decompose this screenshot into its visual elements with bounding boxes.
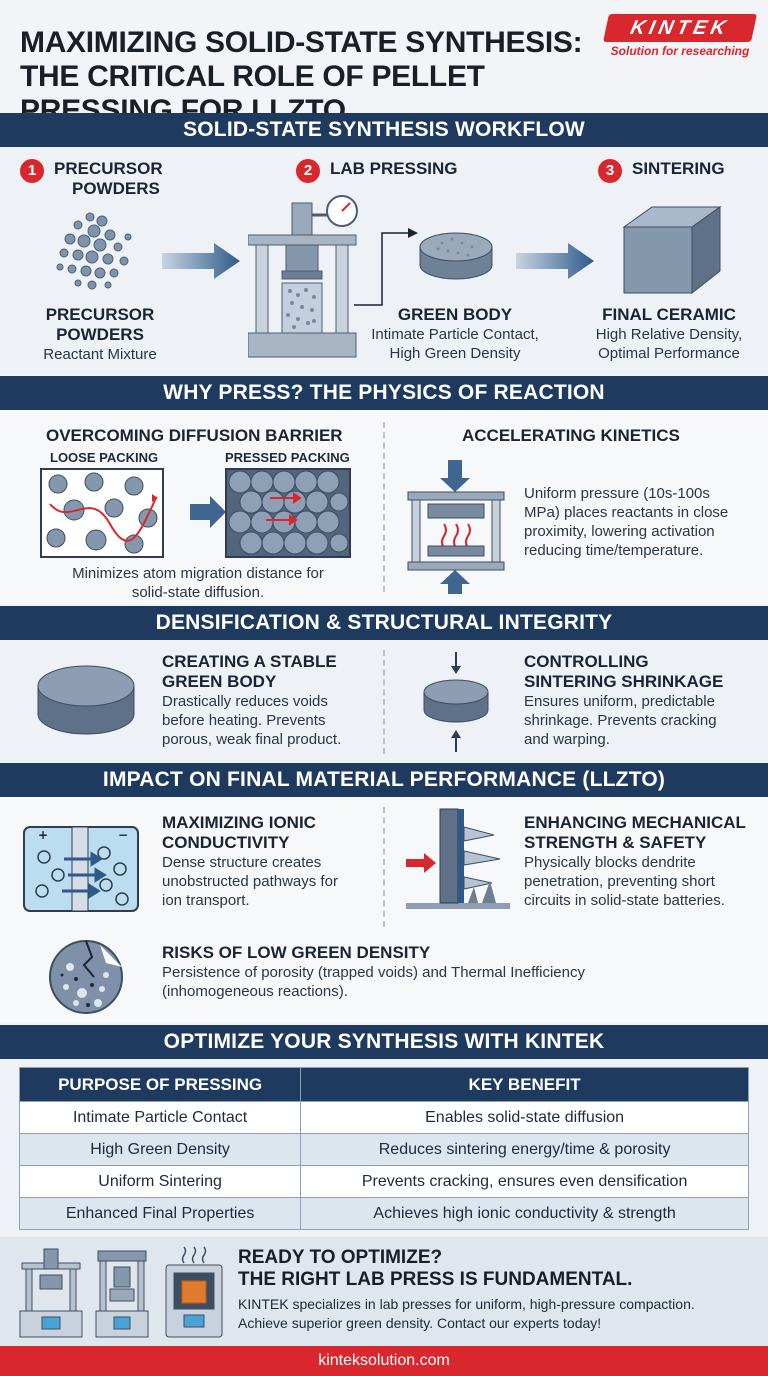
optimize-section: PURPOSE OF PRESSING KEY BENEFIT Intimate…	[0, 1059, 768, 1237]
loose-packing-label: LOOSE PACKING	[50, 450, 159, 465]
physics-band: WHY PRESS? THE PHYSICS OF REACTION	[0, 376, 768, 410]
section-divider	[383, 807, 385, 927]
logo-wordmark: KINTEK	[603, 14, 757, 42]
kinetics-title: ACCELERATING KINETICS	[462, 426, 680, 445]
table-cell: Prevents cracking, ensures even densific…	[300, 1165, 749, 1198]
step-3-caption: FINAL CERAMIC High Relative Density, Opt…	[595, 305, 743, 362]
impact-band: IMPACT ON FINAL MATERIAL PERFORMANCE (LL…	[0, 763, 768, 797]
cta-title: THE RIGHT LAB PRESS IS FUNDAMENTAL.	[238, 1269, 633, 1290]
cta-title: READY TO OPTIMIZE?	[238, 1247, 443, 1268]
cta-section: READY TO OPTIMIZE? THE RIGHT LAB PRESS I…	[0, 1237, 768, 1346]
lab-press-products-icon[interactable]	[18, 1245, 228, 1341]
battery-cell-icon: + −	[23, 826, 139, 912]
cta-text: KINTEK specializes in lab presses for un…	[238, 1296, 695, 1312]
table-cell: High Green Density	[18, 1133, 302, 1166]
footer-website-link[interactable]: kinteksolution.com	[0, 1346, 768, 1376]
cracked-porous-disc-icon	[49, 940, 123, 1014]
arrow-right-icon	[162, 243, 240, 279]
stable-green-body-block: CREATING A STABLE GREEN BODY Drastically…	[162, 652, 342, 748]
cta-text: Achieve superior green density. Contact …	[238, 1315, 602, 1331]
page-title: MAXIMIZING SOLID-STATE SYNTHESIS: THE CR…	[20, 26, 583, 127]
step-3-head: 3 SINTERING	[598, 159, 725, 183]
mechanical-strength-block: ENHANCING MECHANICAL STRENGTH & SAFETY P…	[524, 813, 746, 909]
table-row: Intimate Particle Contact Enables solid-…	[18, 1101, 749, 1134]
physics-section: OVERCOMING DIFFUSION BARRIER LOOSE PACKI…	[0, 410, 768, 604]
table-header-row: PURPOSE OF PRESSING KEY BENEFIT	[18, 1067, 749, 1102]
ionic-conductivity-block: MAXIMIZING IONIC CONDUCTIVITY Dense stru…	[162, 813, 338, 909]
diffusion-title: OVERCOMING DIFFUSION BARRIER	[46, 426, 343, 445]
green-body-pellet-icon	[419, 232, 493, 280]
step-number: 3	[598, 159, 622, 183]
lab-press-icon	[248, 195, 358, 358]
arrow-right-icon	[516, 243, 594, 279]
densification-band: DENSIFICATION & STRUCTURAL INTEGRITY	[0, 606, 768, 640]
powder-particles-icon	[56, 212, 132, 290]
risks-block: RISKS OF LOW GREEN DENSITY Persistence o…	[162, 943, 585, 1000]
table-row: Uniform Sintering Prevents cracking, ens…	[18, 1165, 749, 1198]
table-cell: Uniform Sintering	[18, 1165, 302, 1198]
table-cell: Intimate Particle Contact	[18, 1101, 302, 1134]
kintek-logo[interactable]: KINTEK Solution for researching	[603, 14, 757, 58]
step-1-caption: PRECURSOR POWDERS Reactant Mixture	[43, 305, 157, 363]
packing-comparison-icon	[40, 468, 351, 558]
table-cell: Enables solid-state diffusion	[300, 1101, 749, 1134]
cta-text-block: READY TO OPTIMIZE? THE RIGHT LAB PRESS I…	[238, 1247, 763, 1333]
table-header: PURPOSE OF PRESSING	[18, 1067, 302, 1102]
pointer-arrow-icon	[354, 228, 418, 306]
svg-text:−: −	[118, 828, 128, 842]
sintering-shrinkage-block: CONTROLLING SINTERING SHRINKAGE Ensures …	[524, 652, 724, 748]
step-number: 1	[20, 159, 44, 183]
svg-text:+: +	[38, 828, 48, 842]
step-number: 2	[296, 159, 320, 183]
impact-section: + − MAXIMIZING IONIC CONDUCTIVITY Dense …	[0, 797, 768, 1023]
pressed-packing-label: PRESSED PACKING	[225, 450, 350, 465]
heated-press-icon	[407, 460, 505, 594]
table-cell: Achieves high ionic conductivity & stren…	[300, 1197, 749, 1230]
step-2-caption: GREEN BODY Intimate Particle Contact, Hi…	[371, 305, 539, 362]
logo-tagline: Solution for researching	[610, 44, 750, 58]
table-row: Enhanced Final Properties Achieves high …	[18, 1197, 749, 1230]
green-body-disc-icon	[37, 665, 135, 735]
section-divider	[383, 650, 385, 754]
dendrite-barrier-icon	[406, 808, 510, 909]
shrinkage-pellet-icon	[423, 652, 489, 752]
diffusion-caption: Minimizes atom migration distance for so…	[72, 565, 324, 601]
optimize-band: OPTIMIZE YOUR SYNTHESIS WITH KINTEK	[0, 1025, 768, 1059]
table-cell: Reduces sintering energy/time & porosity	[300, 1133, 749, 1166]
ceramic-cube-icon	[622, 206, 722, 295]
table-header: KEY BENEFIT	[300, 1067, 749, 1102]
kinetics-text: Uniform pressure (10s-100s MPa) places r…	[524, 485, 729, 559]
benefits-table: PURPOSE OF PRESSING KEY BENEFIT Intimate…	[18, 1067, 749, 1230]
workflow-band: SOLID-STATE SYNTHESIS WORKFLOW	[0, 113, 768, 147]
table-cell: Enhanced Final Properties	[18, 1197, 302, 1230]
step-2-head: 2 LAB PRESSING	[296, 159, 458, 183]
section-divider	[383, 422, 385, 592]
table-row: High Green Density Reduces sintering ene…	[18, 1133, 749, 1166]
densification-section: CREATING A STABLE GREEN BODY Drastically…	[0, 640, 768, 762]
